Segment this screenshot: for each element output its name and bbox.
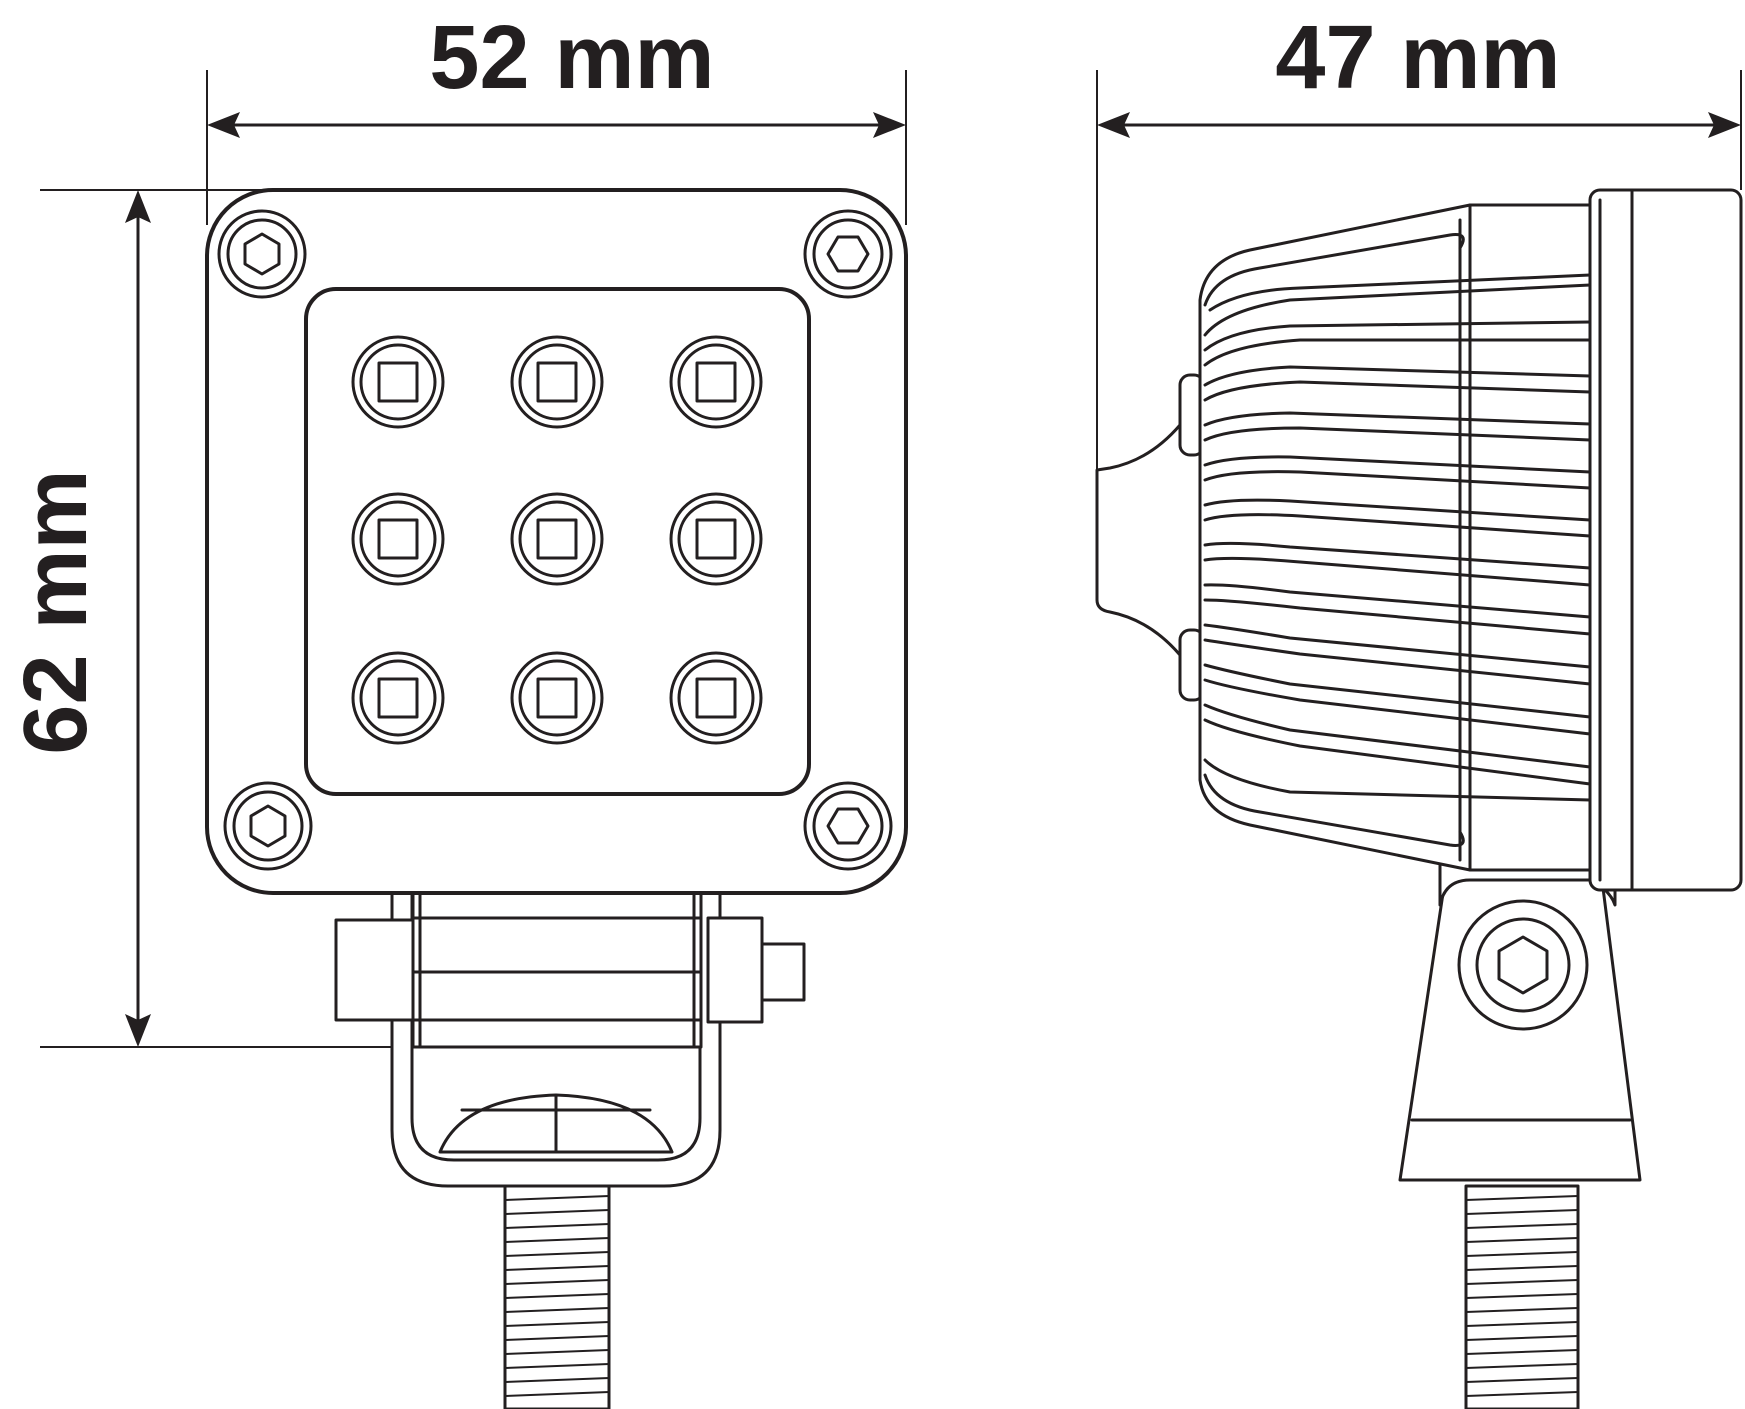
front-u-bracket: [390, 891, 722, 1188]
dimension-side-depth: 47 mm: [1096, 8, 1742, 470]
side-heatsink-body: [1198, 203, 1592, 872]
hex-socket-icon: [243, 232, 281, 276]
side-depth-label: 47 mm: [1275, 8, 1560, 108]
mounting-screw: [803, 781, 893, 871]
led: [669, 335, 763, 429]
side-heatsink-fins: [1203, 203, 1592, 872]
led: [669, 651, 763, 745]
dimension-front-width: 52 mm: [206, 8, 907, 225]
led: [510, 335, 604, 429]
led: [351, 651, 445, 745]
led: [669, 492, 763, 586]
hex-socket-icon: [249, 804, 287, 848]
mounting-screw: [223, 781, 313, 871]
side-front-bezel: [1588, 188, 1743, 892]
led: [351, 335, 445, 429]
side-bracket: [1398, 858, 1642, 1182]
front-hinge: [334, 891, 806, 1049]
led: [510, 651, 604, 745]
hex-socket-icon: [826, 235, 870, 273]
led-grid: [351, 335, 763, 745]
side-view: [1095, 188, 1743, 1409]
front-housing: [205, 188, 908, 895]
dimension-front-height: 62 mm: [6, 189, 420, 1048]
front-view: [205, 188, 908, 1409]
led: [510, 492, 604, 586]
hex-bolt-icon: [1497, 935, 1549, 995]
side-threaded-stud: [1464, 1184, 1580, 1409]
mounting-screw: [803, 209, 893, 299]
front-height-label: 62 mm: [6, 469, 106, 754]
front-threaded-stud: [503, 1184, 611, 1409]
mounting-screw: [217, 209, 307, 299]
front-lens-frame: [304, 287, 811, 796]
front-width-label: 52 mm: [429, 8, 714, 108]
led: [351, 492, 445, 586]
hex-socket-icon: [826, 807, 870, 845]
